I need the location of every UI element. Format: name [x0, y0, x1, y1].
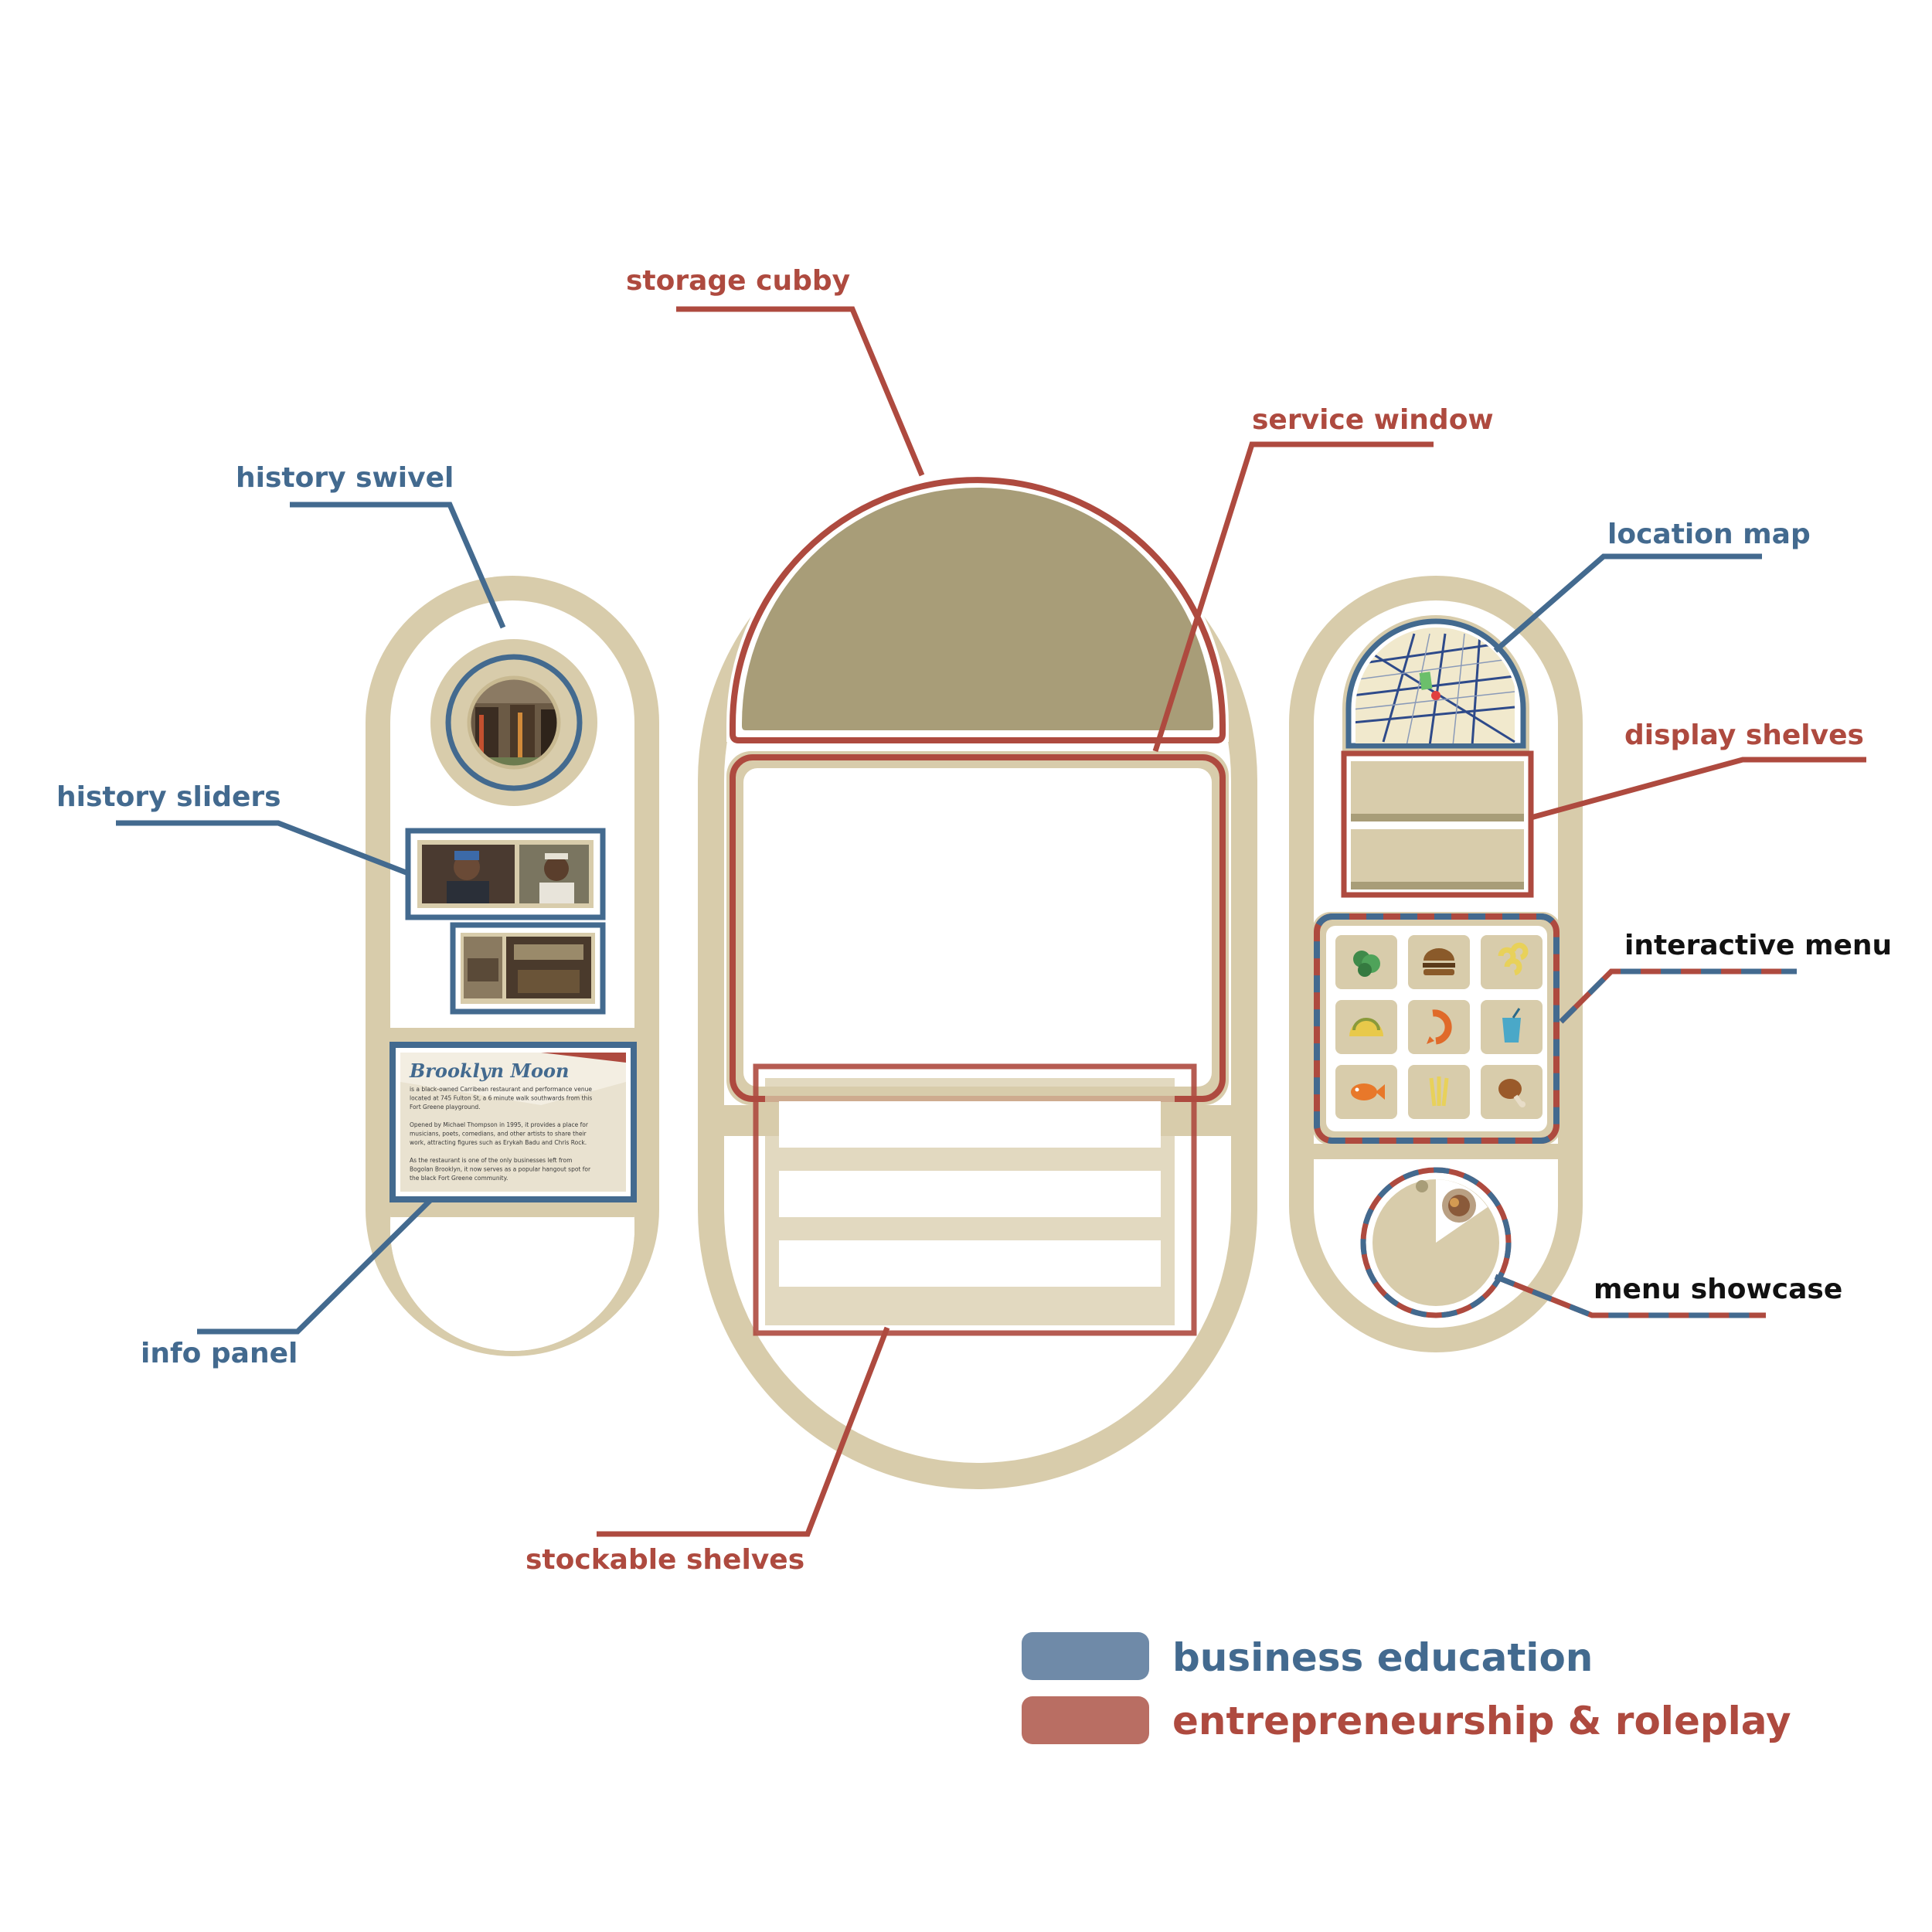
menu-item-taco[interactable]	[1335, 1000, 1397, 1054]
menu-item-shrimp[interactable]	[1408, 1000, 1470, 1054]
label-menu-showcase: menu showcase	[1594, 1274, 1842, 1305]
menu-item-burger[interactable]	[1408, 935, 1470, 989]
leader-history-sliders	[116, 823, 408, 873]
menu-icon-grid	[1335, 935, 1543, 1119]
menu-item-fish[interactable]	[1335, 1065, 1397, 1119]
info-panel[interactable]: Brooklyn Moon is a black-owned Carribean…	[393, 1045, 634, 1199]
center-kiosk-unit	[698, 474, 1257, 1489]
label-info-panel: info panel	[141, 1338, 298, 1369]
label-stockable-shelves: stockable shelves	[526, 1544, 804, 1576]
legend-label-business-education: business education	[1172, 1635, 1593, 1680]
label-history-sliders: history sliders	[56, 781, 281, 813]
menu-item-macaroni[interactable]	[1481, 935, 1543, 989]
label-interactive-menu: interactive menu	[1624, 930, 1892, 961]
stockable-shelves[interactable]	[756, 1066, 1194, 1333]
menu-showcase[interactable]	[1357, 1164, 1515, 1321]
label-history-swivel: history swivel	[236, 462, 454, 494]
menu-item-tile	[1408, 935, 1470, 989]
display-shelf-2-ledge	[1351, 882, 1524, 889]
display-shelf-1-ledge	[1351, 814, 1524, 821]
shelf-slot-3	[779, 1240, 1161, 1287]
showcase-knob	[1416, 1180, 1428, 1192]
menu-item-drink[interactable]	[1481, 1000, 1543, 1054]
legend-label-entrepreneurship: entrepreneurship & roleplay	[1172, 1699, 1791, 1743]
menu-item-lettuce[interactable]	[1335, 935, 1397, 989]
info-panel-line: work, attracting figures such as Erykah …	[410, 1139, 587, 1146]
leader-interactive-menu-blue	[1561, 971, 1797, 1022]
label-service-window: service window	[1252, 404, 1494, 436]
info-panel-line: Opened by Michael Thompson in 1995, it p…	[410, 1121, 589, 1128]
display-shelf-1	[1351, 761, 1524, 814]
legend-swatch-business-education	[1022, 1632, 1149, 1680]
interactive-menu[interactable]	[1312, 912, 1561, 1145]
display-shelves[interactable]	[1344, 753, 1531, 895]
info-panel-line: musicians, poets, comedians, and other a…	[410, 1131, 587, 1138]
leader-storage-cubby	[676, 309, 922, 475]
info-panel-line: As the restaurant is one of the only bus…	[410, 1157, 572, 1164]
left-unit-bottom	[390, 1229, 634, 1351]
storage-cubby-fill	[742, 488, 1213, 730]
label-location-map: location map	[1607, 519, 1811, 550]
display-shelf-2	[1351, 829, 1524, 882]
label-storage-cubby: storage cubby	[626, 265, 850, 297]
leader-interactive-menu-red	[1561, 971, 1797, 1022]
shelf-slot-2	[779, 1171, 1161, 1217]
service-window[interactable]	[726, 751, 1229, 1105]
history-swivel[interactable]	[430, 639, 597, 806]
info-panel-line: Fort Greene playground.	[410, 1104, 481, 1111]
info-panel-text: is a black-owned Carribean restaurant an…	[410, 1086, 592, 1182]
legend-swatch-entrepreneurship	[1022, 1696, 1149, 1744]
shelf-slot-1	[779, 1101, 1161, 1148]
info-panel-line: Bogolan Brooklyn, it now serves as a pop…	[410, 1166, 591, 1173]
info-panel-line: is a black-owned Carribean restaurant an…	[410, 1086, 592, 1093]
service-window-opening	[743, 768, 1212, 1087]
menu-item-drumstick[interactable]	[1481, 1065, 1543, 1119]
right-kiosk-unit	[1289, 576, 1583, 1352]
left-kiosk-unit: Brooklyn Moon is a black-owned Carribean…	[366, 576, 659, 1356]
info-panel-title: Brooklyn Moon	[409, 1060, 569, 1082]
info-panel-line: the black Fort Greene community.	[410, 1175, 508, 1182]
label-display-shelves: display shelves	[1624, 719, 1864, 751]
menu-item-fries[interactable]	[1408, 1065, 1470, 1119]
storage-cubby[interactable]	[726, 474, 1229, 742]
legend: business education entrepreneurship & ro…	[1022, 1632, 1791, 1744]
info-panel-line: located at 745 Fulton St, a 6 minute wal…	[410, 1095, 592, 1102]
menu-item-tile	[1408, 1000, 1470, 1054]
